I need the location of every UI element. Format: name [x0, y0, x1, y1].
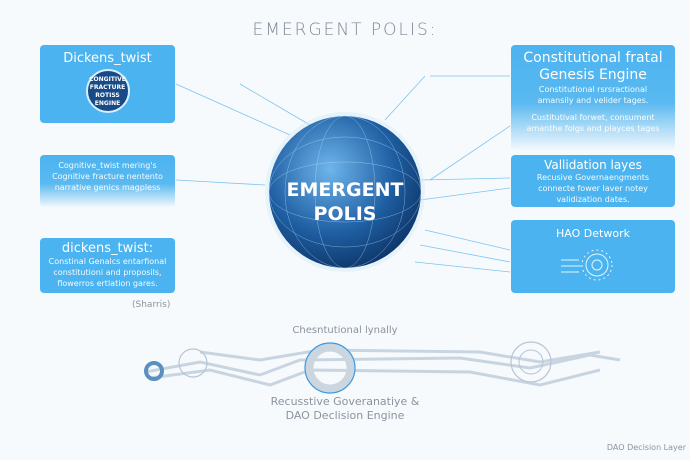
box-text: validization dates. — [556, 195, 630, 204]
box-title: Genesis Engine — [539, 67, 647, 83]
left-box-dickens-twist: Dickens_twist CONGITIVE FRACTURE ROTISS … — [40, 45, 175, 123]
box-title: HAO Detwork — [556, 227, 630, 240]
right-box-genesis-engine: Constitutional fratal Genesis Engine Con… — [511, 45, 675, 150]
label-line: DAO Declision Engine — [285, 409, 405, 422]
badge-line: ENGINE — [94, 100, 121, 107]
box-text: connecte fower laver notey — [538, 184, 648, 193]
box-text: amanthe folgs and playces tages — [526, 124, 660, 133]
sphere-globe — [269, 116, 421, 268]
box-text: Recusive Governaengments — [536, 173, 650, 182]
circuit-graphic — [144, 348, 621, 387]
box-text: amansily and velider tages. — [537, 96, 649, 105]
badge-line: FRACTURE — [89, 84, 126, 91]
page-title: EMERGENT POLIS: — [252, 20, 438, 40]
box-text: Cognitive fracture nentento — [52, 172, 163, 181]
corner-label: DAO Decision Layer — [606, 443, 686, 452]
right-box-hao-network: HAO Detwork — [511, 220, 675, 293]
sphere-line2: POLIS — [313, 203, 377, 225]
box-title: Constitutional fratal — [523, 50, 663, 66]
right-box-validation: Vallidation layes Recusive Governaengmen… — [511, 155, 675, 207]
left-caption: (Sharris) — [132, 300, 171, 310]
badge-line: CONGITIVE — [89, 76, 126, 83]
box-text: Constitutional rsrsractional — [538, 85, 648, 94]
small-gear-icon — [144, 361, 164, 381]
badge-line: ROTISS — [95, 92, 120, 99]
left-box-dickens-twist-2: dickens_twist: Constinal Genalcs entarfi… — [40, 238, 175, 293]
box-text: Constinal Genalcs entarfional — [48, 257, 167, 266]
sphere-label: EMERGENT POLIS — [265, 178, 425, 226]
box-text: Cognitive_twist mering's — [58, 161, 157, 170]
large-gear-icon — [510, 341, 552, 383]
engine-badge: CONGITIVE FRACTURE ROTISS ENGINE — [85, 69, 130, 113]
box-text: narrative genics magpless — [54, 183, 161, 192]
box-title: Dickens_twist — [63, 51, 152, 66]
box-title: Vallidation layes — [544, 158, 642, 172]
cycle-ring-icon — [304, 342, 356, 394]
box-text: constitutioni and proposils, — [53, 268, 162, 277]
circuit-bottom-label: Recusstive Goveranatiye & DAO Declision … — [250, 395, 440, 423]
sphere-line1: EMERGENT — [286, 179, 404, 201]
box-title: dickens_twist: — [61, 241, 154, 256]
circuit-top-label: Chesntutional lynally — [292, 325, 398, 336]
left-box-cognitive: Cognitive_twist mering's Cognitive fract… — [40, 155, 175, 207]
box-text: Custitutival forwet, consument — [531, 113, 655, 122]
label-line: Recusstive Goveranatiye & — [270, 395, 420, 408]
network-hub-icon — [561, 249, 613, 281]
box-text: flowerros ertlation gares. — [57, 279, 158, 288]
